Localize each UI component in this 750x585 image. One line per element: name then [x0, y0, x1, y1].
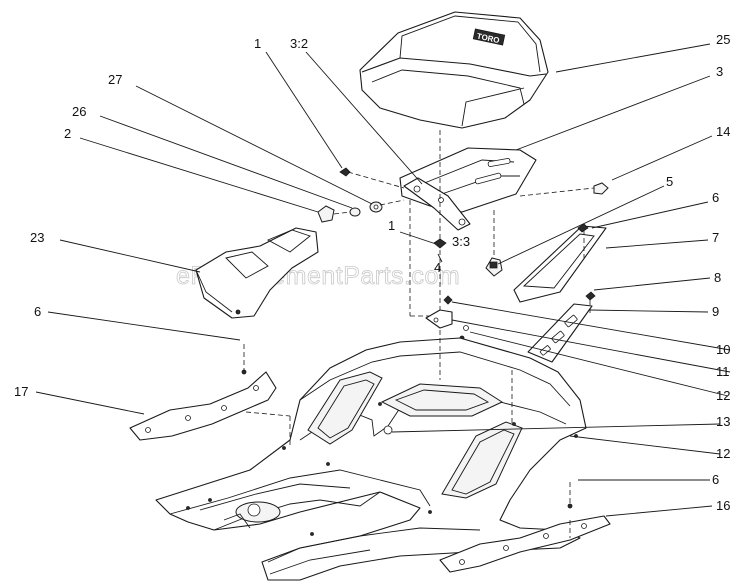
right-footrest-plate — [439, 503, 611, 573]
seat-pan-bracket — [399, 147, 537, 231]
callout-27: 27 — [108, 72, 122, 87]
callout-6-bottom: 6 — [712, 472, 719, 487]
callout-12-lower: 12 — [716, 446, 730, 461]
leader-lines — [35, 43, 731, 517]
fender-assembly — [155, 337, 587, 581]
callout-2: 2 — [64, 126, 71, 141]
callout-13: 13 — [716, 414, 730, 429]
callout-6-left: 6 — [34, 304, 41, 319]
callout-25: 25 — [716, 32, 730, 47]
cup-holder — [195, 227, 319, 319]
callout-labels: 25 3 1 3:2 27 26 2 14 5 6 7 1 3:3 4 23 8… — [14, 32, 730, 513]
seat-slide-bracket — [425, 295, 469, 341]
callout-12-upper: 12 — [716, 388, 730, 403]
adjuster-plate — [527, 291, 596, 363]
hardware-small-parts — [317, 167, 609, 277]
callout-7: 7 — [712, 230, 719, 245]
left-footrest-plate — [129, 369, 277, 441]
assembly-centerlines — [243, 130, 595, 538]
seat-cushion: TORO — [359, 11, 549, 129]
callout-23: 23 — [30, 230, 44, 245]
callout-10: 10 — [716, 342, 730, 357]
callout-8: 8 — [714, 270, 721, 285]
callout-16: 16 — [716, 498, 730, 513]
callout-17: 17 — [14, 384, 28, 399]
callout-3: 3 — [716, 64, 723, 79]
callout-9: 9 — [712, 304, 719, 319]
callout-5: 5 — [666, 174, 673, 189]
callout-11: 11 — [716, 364, 730, 379]
callout-1-mid: 1 — [388, 218, 395, 233]
callout-6-top: 6 — [712, 190, 719, 205]
callout-26: 26 — [72, 104, 86, 119]
callout-3-3: 3:3 — [452, 234, 470, 249]
callout-4: 4 — [434, 260, 441, 275]
callout-14: 14 — [716, 124, 730, 139]
control-plate-cover — [513, 223, 607, 303]
callout-3-2: 3:2 — [290, 36, 308, 51]
callout-1-top: 1 — [254, 36, 261, 51]
